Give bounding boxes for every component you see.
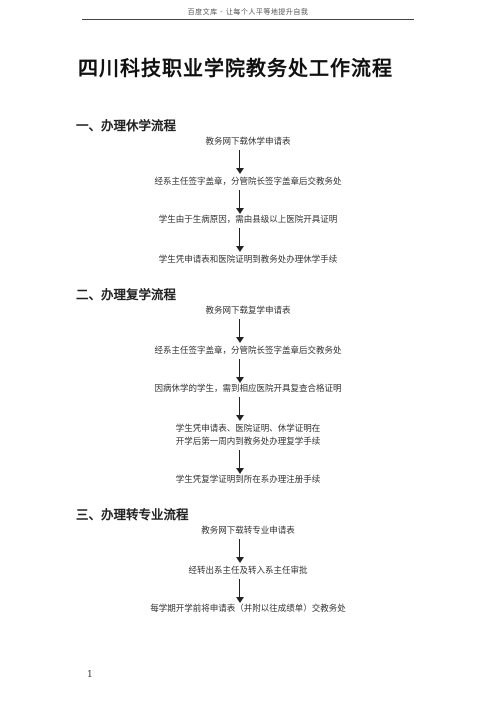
flow-step: 学生凭申请表、医院证明、休学证明在 xyxy=(175,424,321,434)
section-title-resumption: 二、办理复学流程 xyxy=(76,287,177,302)
flow-arrow xyxy=(236,579,244,603)
flow-arrow xyxy=(236,319,244,343)
flow-arrow xyxy=(236,539,244,563)
flow-step: 教务网下载复学申请表 xyxy=(205,306,291,316)
document-title: 四川科技职业学院教务处工作流程 xyxy=(78,56,393,80)
flow-arrow xyxy=(236,450,244,474)
flow-arrow xyxy=(236,397,244,421)
flow-step: 每学期开学前将申请表（并附以往成绩单）交教务处 xyxy=(150,604,346,614)
flow-step: 学生凭申请表和医院证明到教务处办理休学手续 xyxy=(158,255,338,265)
header-note: 百度文库 - 让每个人平等地提升自我 xyxy=(187,8,309,16)
flow-step: 经转出系主任及转入系主任审批 xyxy=(188,566,308,576)
flow-step: 学生凭复学证明到所在系办理注册手续 xyxy=(175,475,321,485)
flow-arrow xyxy=(236,190,244,214)
flow-step: 因病休学的学生，需到相应医院开具复查合格证明 xyxy=(154,384,342,394)
flow-step: 经系主任签字盖章，分管院长签字盖章后交教务处 xyxy=(154,177,342,187)
section-title-suspension: 一、办理休学流程 xyxy=(76,118,177,133)
flow-arrow xyxy=(236,359,244,383)
page-number: 1 xyxy=(87,670,93,680)
section-title-major-transfer: 三、办理转专业流程 xyxy=(76,507,189,522)
header-rule xyxy=(82,19,414,20)
flow-step: 教务网下载休学申请表 xyxy=(205,137,291,147)
flow-arrow xyxy=(236,150,244,174)
flow-step: 经系主任签字盖章，分管院长签字盖章后交教务处 xyxy=(154,346,342,356)
flow-step: 教务网下载转专业申请表 xyxy=(201,526,295,536)
flow-step: 开学后第一周内到教务处办理复学手续 xyxy=(175,437,321,447)
flow-arrow xyxy=(236,228,244,252)
flow-step: 学生由于生病原因，需由县级以上医院开具证明 xyxy=(158,215,338,225)
